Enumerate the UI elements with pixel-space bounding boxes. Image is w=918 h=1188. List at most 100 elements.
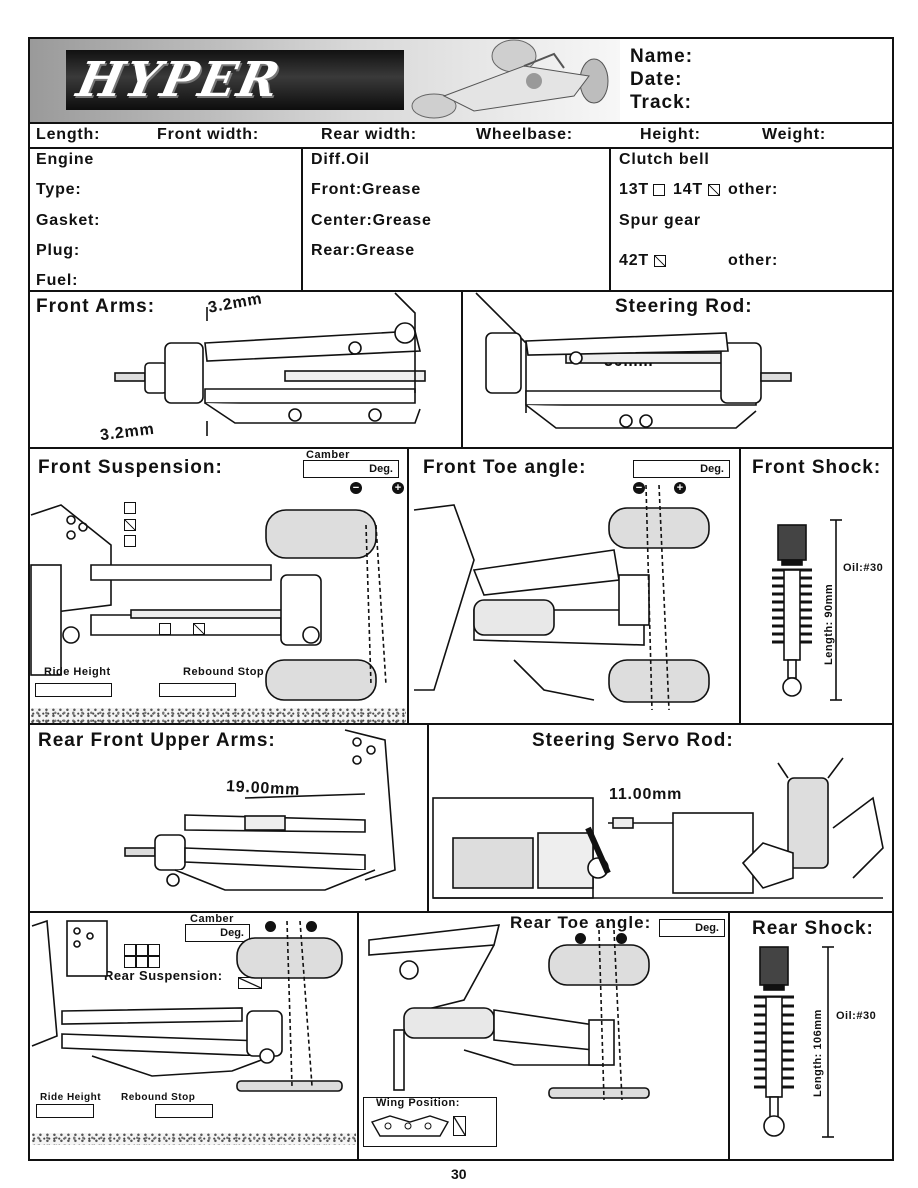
- rear-susp-hole-6[interactable]: [148, 956, 160, 968]
- date-label: Date:: [630, 69, 683, 90]
- wing-mount-icon: [370, 1115, 450, 1137]
- engine-plug-label: Plug:: [36, 242, 80, 259]
- name-label: Name:: [630, 46, 694, 67]
- front-arms-title: Front Arms:: [36, 296, 156, 317]
- clutch-bell-title: Clutch bell: [619, 151, 710, 168]
- front-susp-hole-3[interactable]: [124, 535, 136, 547]
- steering-servo-drawing: [432, 757, 884, 899]
- rear-shock-drawing: [754, 946, 834, 1138]
- steering-rod-title: Steering Rod:: [615, 296, 753, 317]
- rear-toe-plus-icon: [616, 933, 627, 944]
- front-rebound-stop-field[interactable]: [159, 683, 236, 697]
- rear-shock-title: Rear Shock:: [752, 918, 874, 939]
- front-toe-field[interactable]: Deg.: [633, 460, 730, 478]
- clutch-13t-label: 13T: [619, 181, 649, 198]
- front-toe-drawing: [413, 484, 710, 711]
- divider: [609, 148, 611, 291]
- wheelbase-label: Wheelbase:: [476, 126, 573, 143]
- steering-rod-drawing: [475, 292, 792, 429]
- rear-susp-hole-1[interactable]: [124, 944, 136, 956]
- rear-rebound-stop-label: Rebound Stop: [121, 1092, 196, 1103]
- divider: [301, 148, 303, 291]
- front-toe-title: Front Toe angle:: [423, 457, 587, 478]
- engine-title: Engine: [36, 151, 95, 168]
- height-label: Height:: [640, 126, 701, 143]
- spur-other-label: other:: [728, 252, 779, 269]
- front-ride-height-label: Ride Height: [44, 666, 111, 678]
- front-suspension-title: Front Suspension:: [38, 457, 223, 478]
- rear-camber-minus-icon: [265, 921, 276, 932]
- divider: [28, 447, 894, 449]
- weight-label: Weight:: [762, 126, 826, 143]
- divider: [28, 122, 894, 124]
- rear-toe-minus-icon: [575, 933, 586, 944]
- page-number: 30: [451, 1166, 467, 1182]
- front-shock-title: Front Shock:: [752, 457, 882, 478]
- track-label: Track:: [630, 92, 692, 113]
- clutch-13t-checkbox[interactable]: [653, 184, 665, 196]
- front-susp-hole-2[interactable]: [124, 519, 136, 531]
- rear-upper-arms-title: Rear Front Upper Arms:: [38, 730, 276, 751]
- rear-camber-field[interactable]: Deg.: [185, 924, 250, 942]
- divider: [739, 448, 741, 724]
- sheet-frame: [28, 37, 894, 1161]
- divider: [728, 912, 730, 1160]
- clutch-14t-label: 14T: [673, 181, 703, 198]
- wing-position-checkbox[interactable]: [453, 1116, 466, 1136]
- camber-plus-icon: +: [392, 482, 404, 494]
- spur-42t-label: 42T: [619, 252, 649, 269]
- rear-suspension-title: Rear Suspension:: [104, 968, 223, 983]
- rear-rebound-stop-field[interactable]: [155, 1104, 213, 1118]
- front-shock-drawing: [772, 519, 842, 701]
- divider: [357, 912, 359, 1160]
- rear-camber-plus-icon: [306, 921, 317, 932]
- rear-susp-hole-3[interactable]: [148, 944, 160, 956]
- rear-susp-hole-5[interactable]: [136, 956, 148, 968]
- rear-ride-height-label: Ride Height: [40, 1092, 102, 1103]
- clutch-other-label: other:: [728, 181, 779, 198]
- front-ride-height-field[interactable]: [35, 683, 112, 697]
- ground-texture: [31, 708, 406, 723]
- spur-42t-checkbox[interactable]: [654, 255, 666, 267]
- divider: [28, 723, 894, 725]
- front-suspension-drawing: [30, 504, 387, 701]
- logo-plate: [66, 50, 404, 110]
- engine-fuel-label: Fuel:: [36, 272, 79, 289]
- diff-oil-title: Diff.Oil: [311, 151, 370, 168]
- rear-suspension-drawing: [31, 919, 343, 1092]
- rear-susp-hole-4[interactable]: [124, 956, 136, 968]
- camber-minus-icon: −: [350, 482, 362, 494]
- clutch-14t-checkbox[interactable]: [708, 184, 720, 196]
- front-arms-drawing: [114, 292, 426, 436]
- diff-front-label: Front:Grease: [311, 181, 422, 198]
- diff-center-label: Center:Grease: [311, 212, 432, 229]
- rear-ride-height-field[interactable]: [36, 1104, 94, 1118]
- logo-text: HYPER: [72, 52, 287, 108]
- front-camber-field[interactable]: Deg.: [303, 460, 399, 478]
- front-width-label: Front width:: [157, 126, 260, 143]
- front-susp-hole-1[interactable]: [124, 502, 136, 514]
- front-shock-oil: Oil:#30: [843, 562, 884, 574]
- length-label: Length:: [36, 126, 101, 143]
- divider: [407, 448, 409, 724]
- rear-upper-arms-drawing: [124, 729, 396, 891]
- rear-susp-hole-2[interactable]: [136, 944, 148, 956]
- wing-position-label: Wing Position:: [376, 1097, 460, 1109]
- front-camber-label: Camber: [306, 449, 350, 461]
- toe-plus-icon: +: [674, 482, 686, 494]
- divider: [427, 724, 429, 912]
- ground-texture: [32, 1133, 356, 1145]
- front-rebound-stop-label: Rebound Stop: [183, 666, 265, 678]
- toe-minus-icon: −: [633, 482, 645, 494]
- rear-camber-label: Camber: [190, 913, 234, 925]
- rear-toe-field[interactable]: Deg.: [659, 919, 725, 937]
- divider: [28, 147, 894, 149]
- rear-toe-drawing: [368, 924, 650, 1101]
- diff-rear-label: Rear:Grease: [311, 242, 415, 259]
- front-arm-hole-1[interactable]: [159, 623, 171, 635]
- divider: [461, 291, 463, 448]
- rear-toe-title: Rear Toe angle:: [510, 913, 652, 932]
- engine-gasket-label: Gasket:: [36, 212, 101, 229]
- engine-type-label: Type:: [36, 181, 82, 198]
- front-arm-hole-2[interactable]: [193, 623, 205, 635]
